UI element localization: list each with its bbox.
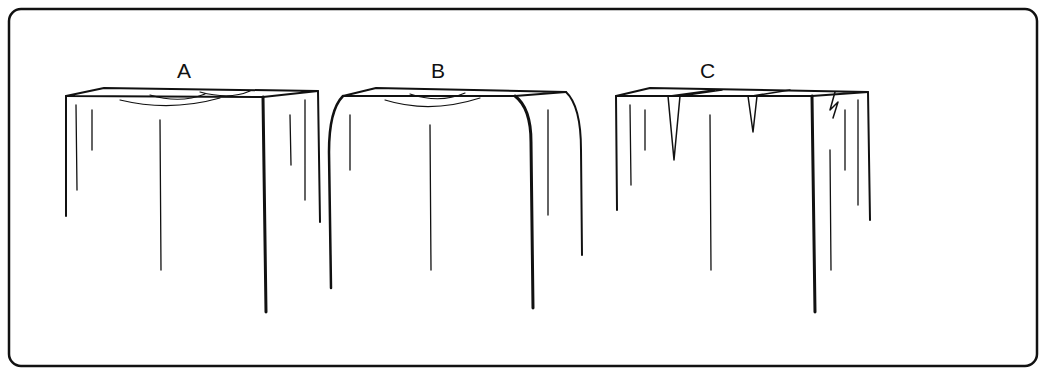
figure-letter: A (177, 60, 191, 81)
right-edge (566, 92, 582, 255)
left-edge (65, 96, 67, 216)
figure-letter: C (700, 60, 715, 81)
front-corner (263, 97, 266, 312)
left-edge (329, 96, 343, 288)
right-edge (868, 92, 870, 220)
corner-split (830, 92, 838, 118)
grain-lines (350, 110, 548, 270)
top-face (616, 88, 868, 96)
front-corner (515, 96, 533, 308)
growth-rings (120, 91, 250, 106)
top-face (66, 88, 318, 97)
front-corner (812, 96, 815, 312)
frame-border (9, 9, 1037, 366)
post-a (66, 88, 320, 312)
grain-lines (630, 100, 858, 270)
post-c (616, 88, 870, 312)
post-b (329, 88, 582, 308)
left-edge (616, 96, 617, 210)
top-face (343, 88, 566, 96)
right-edge (318, 91, 320, 222)
side-splits (668, 96, 757, 160)
top-checks (670, 90, 790, 96)
growth-rings (385, 93, 480, 107)
grain-lines (76, 100, 305, 270)
figure-letter: B (431, 60, 445, 81)
